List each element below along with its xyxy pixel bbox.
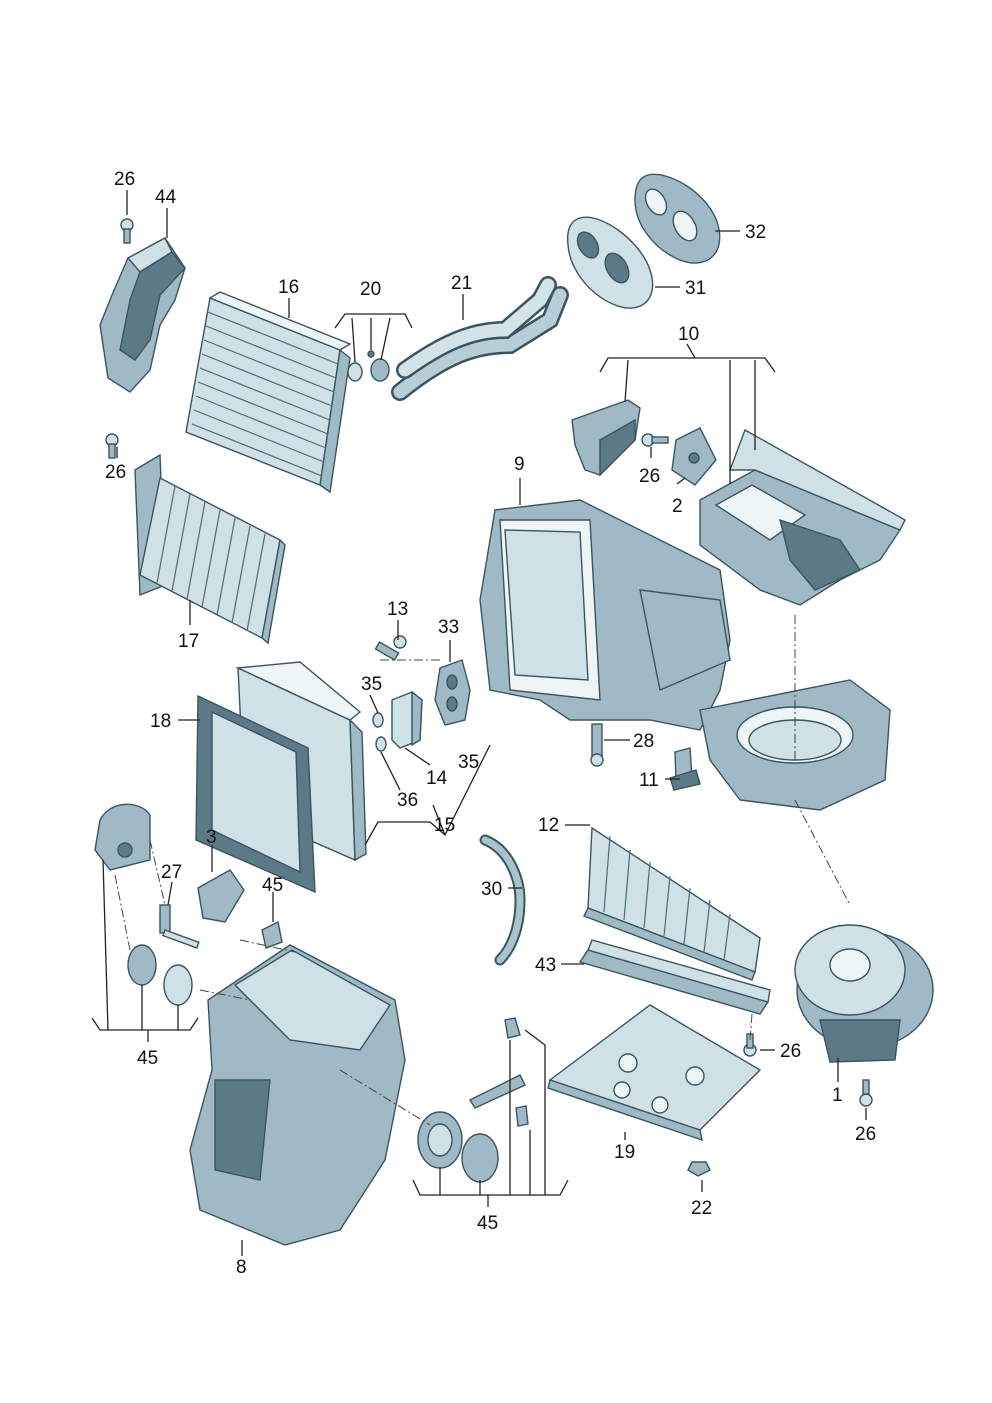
gasket-part-31 — [566, 216, 654, 309]
screw-part-13 — [374, 635, 407, 661]
o-ring-part-36 — [375, 736, 387, 752]
expansion-valve-part-14 — [391, 690, 423, 749]
callout-20: 20 — [360, 279, 381, 300]
tray-part-19 — [547, 1004, 762, 1142]
flap-part-left — [94, 803, 151, 871]
callout-35: 35 — [458, 752, 479, 773]
callout-26: 26 — [639, 466, 660, 487]
callout-18: 18 — [150, 711, 171, 732]
callout-19: 19 — [614, 1142, 635, 1163]
clip-part-45 — [261, 920, 283, 949]
callout-16: 16 — [278, 277, 299, 298]
callout-8: 8 — [236, 1257, 247, 1278]
screw-part-26d — [743, 1033, 757, 1057]
actuator-part-10 — [571, 399, 641, 477]
heater-core-part-16 — [185, 291, 352, 494]
resistor-part-11 — [669, 747, 701, 791]
callout-26: 26 — [105, 462, 126, 483]
bracket-part-44 — [99, 237, 186, 393]
callout-15: 15 — [434, 815, 455, 836]
hvac-housing-part-9 — [479, 499, 891, 811]
callout-32: 32 — [745, 222, 766, 243]
callout-45: 45 — [137, 1048, 158, 1069]
callout-26: 26 — [114, 169, 135, 190]
leader-lines — [91, 190, 867, 1256]
callout-1: 1 — [832, 1085, 843, 1106]
nut-part-22 — [687, 1161, 711, 1177]
callout-17: 17 — [178, 631, 199, 652]
upper-housing-part-10 — [699, 428, 906, 606]
evaporator-part-17 — [134, 453, 286, 645]
callout-3: 3 — [206, 827, 217, 848]
callout-28: 28 — [633, 731, 654, 752]
callout-26: 26 — [855, 1124, 876, 1145]
assembly-lines — [114, 615, 851, 1126]
screw-part-26b — [105, 433, 119, 459]
callout-10: 10 — [678, 324, 699, 345]
callout-14: 14 — [426, 768, 448, 789]
callout-21: 21 — [451, 273, 472, 294]
lower-housing-part-8 — [189, 944, 406, 1246]
callout-22: 22 — [691, 1198, 712, 1219]
cover-part-43 — [578, 939, 771, 1015]
callout-36: 36 — [397, 790, 418, 811]
actuator-part-3 — [197, 869, 245, 923]
flap-gears-part-45 — [127, 944, 193, 1006]
callout-13: 13 — [387, 599, 408, 620]
callout-35: 35 — [361, 674, 382, 695]
pollen-filter-part-12 — [583, 826, 761, 981]
callout-27: 27 — [161, 862, 182, 883]
o-ring-part-35 — [372, 712, 384, 728]
gasket-part-32 — [634, 173, 721, 264]
sensor-part-27 — [159, 904, 200, 949]
callout-12: 12 — [538, 815, 559, 836]
callout-9: 9 — [514, 454, 525, 475]
callout-45: 45 — [477, 1213, 498, 1234]
callout-11: 11 — [639, 770, 659, 791]
callout-2: 2 — [672, 496, 683, 517]
grommet-part-33 — [434, 659, 471, 726]
callout-33: 33 — [438, 617, 459, 638]
screw-part-26c — [641, 433, 669, 447]
screw-part-26e — [859, 1079, 873, 1107]
filter-frame-part-18 — [195, 694, 316, 894]
callout-26: 26 — [780, 1041, 801, 1062]
callout-45: 45 — [262, 875, 283, 896]
seal-clamp-part-20 — [347, 350, 390, 382]
flap-parts-45-bottom — [417, 1017, 529, 1183]
coolant-pipes-part-21 — [391, 276, 569, 401]
sensor-part-28 — [590, 723, 604, 767]
callout-30: 30 — [481, 879, 502, 900]
callout-43: 43 — [535, 955, 556, 976]
callout-31: 31 — [685, 278, 706, 299]
callout-44: 44 — [155, 187, 177, 208]
screw-part-26a — [120, 218, 134, 244]
blower-motor-part-1 — [794, 924, 934, 1063]
actuator-part-2 — [671, 427, 717, 486]
callout-labels: 26 44 16 20 21 32 31 10 26 9 26 2 17 13 … — [105, 169, 876, 1278]
drain-hose-part-30 — [479, 834, 526, 966]
